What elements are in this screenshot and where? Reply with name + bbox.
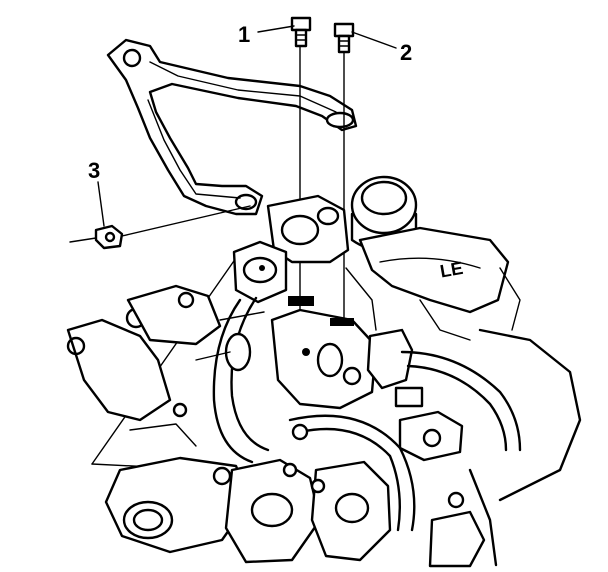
engine-cast-lettering: LE [438,258,464,282]
callout-3: 3 [88,158,100,183]
callout-1: 1 [238,22,250,47]
support-bracket [106,38,358,216]
callout-2: 2 [400,40,412,65]
bolt-2 [333,22,355,54]
bolt-1 [290,16,312,48]
nut-3 [94,224,124,250]
engine-assembly: LE [66,175,582,568]
